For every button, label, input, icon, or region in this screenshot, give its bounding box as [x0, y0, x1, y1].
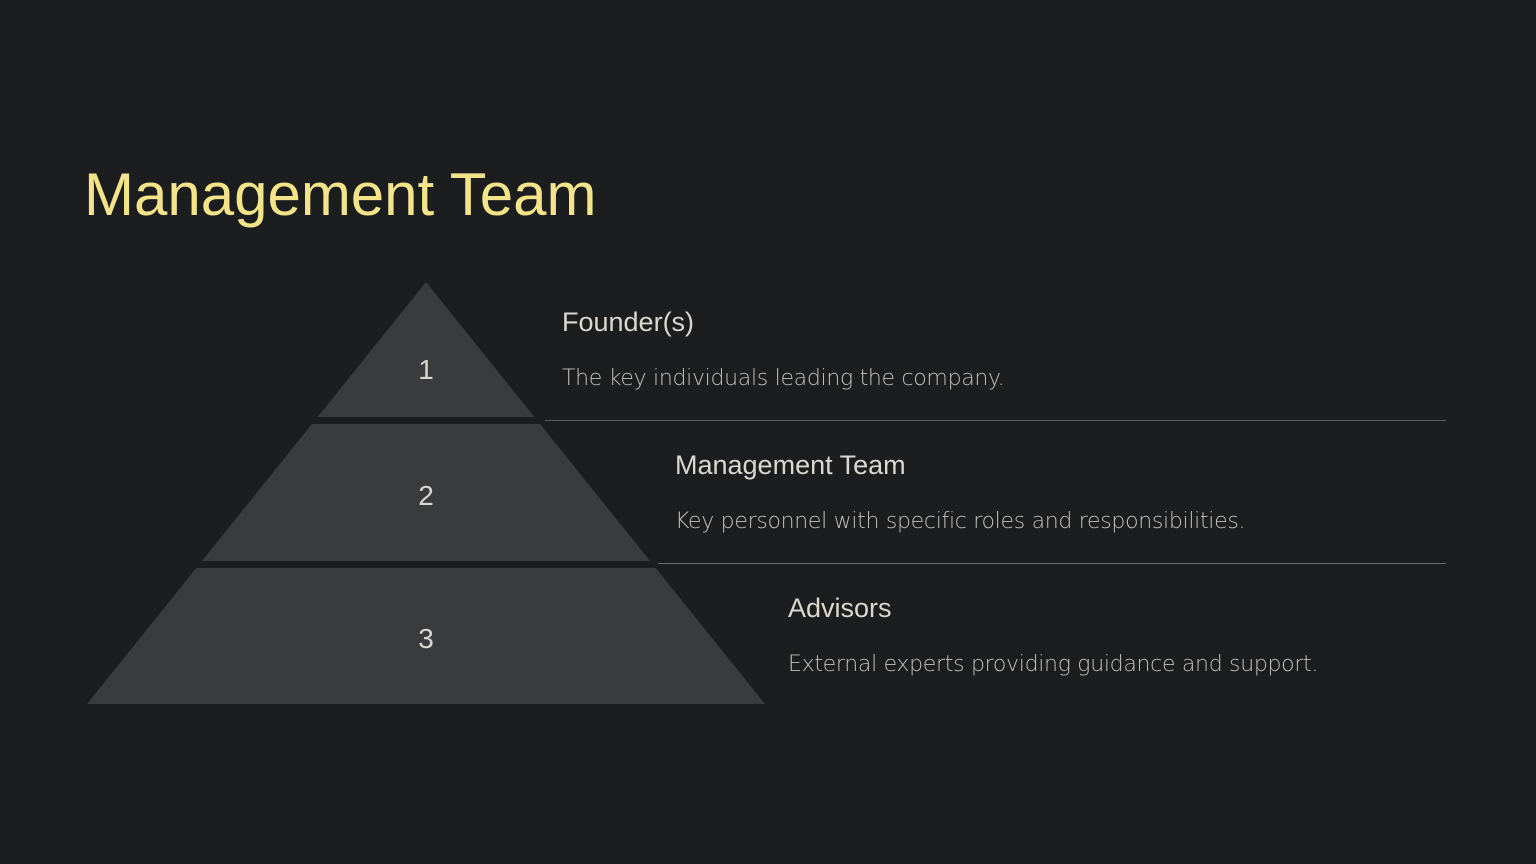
divider: [658, 563, 1446, 564]
tier-2-number: 2: [418, 480, 434, 511]
slide-title: Management Team: [84, 161, 597, 228]
tier-1-description: The key individuals leading the company.: [562, 366, 1005, 391]
tier-2-label: Management Team: [675, 450, 906, 480]
pyramid-tier-1: [317, 282, 535, 417]
tier-3-number: 3: [418, 623, 434, 654]
divider: [545, 420, 1446, 421]
tier-1-label: Founder(s): [562, 307, 695, 337]
tier-1-number: 1: [418, 354, 434, 385]
tier-3-label: Advisors: [788, 593, 892, 623]
tier-3-description: External experts providing guidance and …: [788, 652, 1319, 677]
pyramid-tier-3: [87, 568, 765, 704]
pyramid-tier-2: [201, 424, 651, 561]
tier-2-description: Key personnel with specific roles and re…: [675, 509, 1246, 534]
